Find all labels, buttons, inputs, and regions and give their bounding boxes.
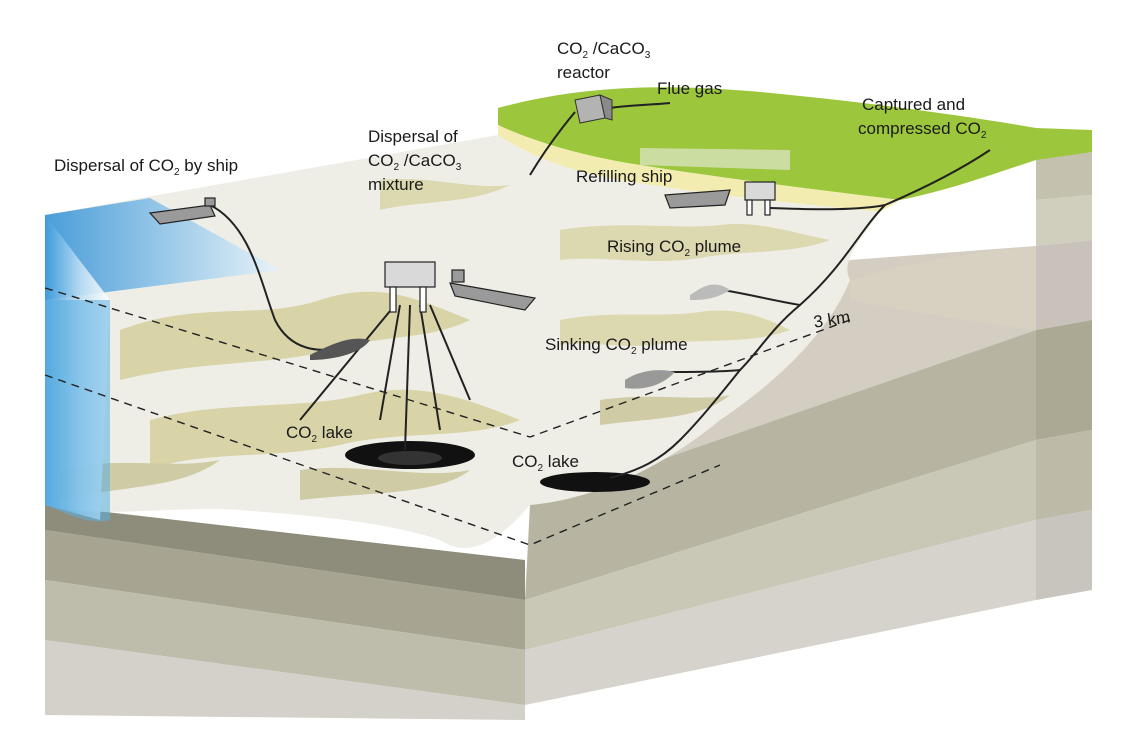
depth-lines	[44, 287, 851, 546]
reactor-label-line2: reactor	[557, 63, 610, 82]
front-side-strata	[45, 505, 525, 720]
captured-label-line1: Captured and	[862, 95, 966, 114]
reactor-label-line1: CO2 /CaCO3	[557, 39, 651, 61]
seafloor-surface	[45, 135, 1036, 548]
dispersal-ship-label: Dispersal of CO2 by ship	[54, 156, 239, 178]
dispersal-mixture-line1: Dispersal of	[368, 127, 458, 146]
flue-gas-label: Flue gas	[657, 79, 723, 98]
dispersal-mixture-line3: mixture	[368, 175, 424, 194]
ships	[148, 189, 731, 311]
plumes	[310, 284, 730, 389]
co2-lake-right-label: CO2 lake	[512, 452, 579, 474]
land-area	[498, 87, 1092, 212]
ocean-water	[45, 198, 280, 522]
reactor-building	[574, 94, 613, 124]
sinking-plume-label: Sinking CO2 plume	[545, 335, 688, 357]
co2-lake-left-label: CO2 lake	[286, 423, 353, 445]
refilling-ship-label: Refilling ship	[576, 167, 673, 186]
captured-label-line2: compressed CO2	[858, 119, 987, 141]
platforms	[384, 181, 776, 313]
co2-lake-right-shape	[540, 472, 650, 492]
pipelines	[209, 102, 991, 479]
dispersal-mixture-line2: CO2 /CaCO3	[368, 151, 462, 173]
rising-plume-label: Rising CO2 plume	[607, 237, 742, 259]
co2-lakes	[345, 441, 650, 492]
